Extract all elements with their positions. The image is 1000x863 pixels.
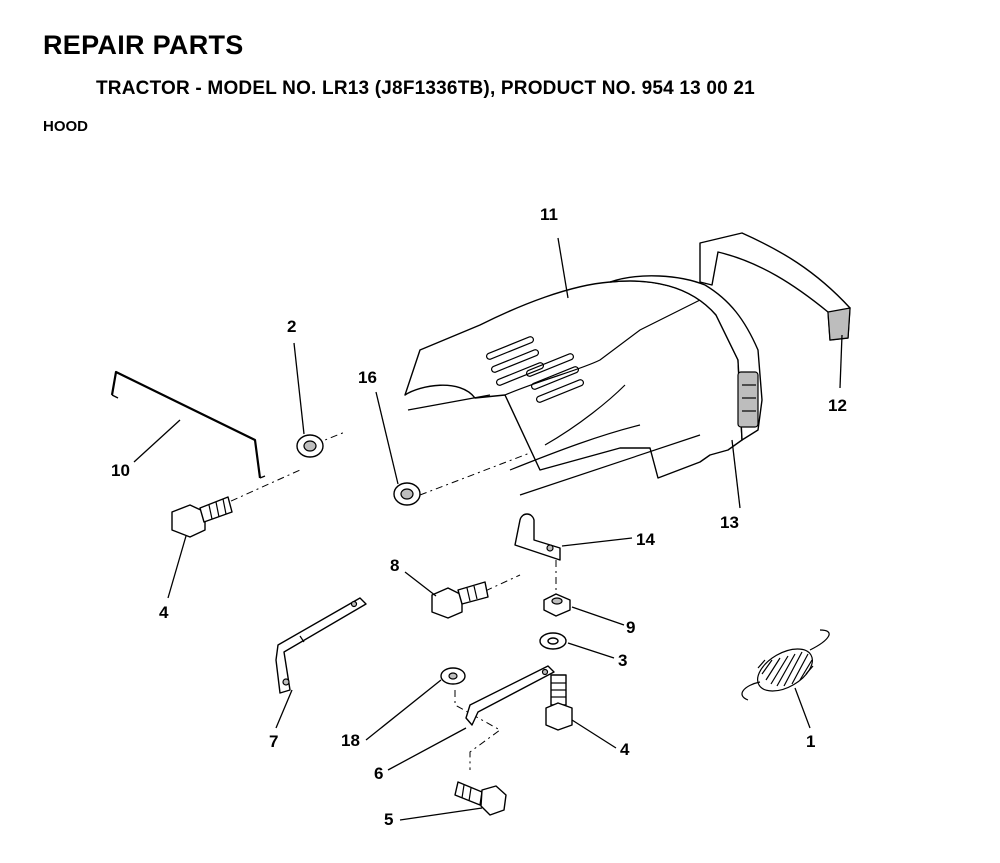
page-title: REPAIR PARTS [43,30,244,60]
callout-13: 13 [720,513,739,532]
callout-6: 6 [374,764,383,783]
callout-14: 14 [636,530,655,549]
callout-1: 1 [806,732,815,751]
callout-7: 7 [269,732,278,751]
callout-3: 3 [618,651,627,670]
callout-11: 11 [540,205,558,224]
callout-labels: 11 12 13 2 16 10 4 8 14 9 3 1 7 18 6 4 5 [111,205,847,829]
callout-16: 16 [358,368,377,387]
hood-clip-part [514,513,561,561]
washer-part-3 [539,632,567,650]
hood-vent-slots [486,336,584,403]
spring-part [741,629,830,701]
nut-part-2 [296,434,324,458]
callout-leaders [133,237,843,821]
bracket-part-6 [465,665,555,726]
nut-part-9 [543,593,571,617]
bolt-part-8 [431,581,489,619]
model-subtitle: TRACTOR - MODEL NO. LR13 (J8F1336TB), PR… [96,78,755,99]
grille-trim-part [699,232,851,341]
callout-12: 12 [828,396,847,415]
callout-18: 18 [341,731,360,750]
callout-4-left: 4 [159,603,169,622]
bracket-part-7 [275,597,367,694]
callout-2: 2 [287,317,296,336]
bolt-part-5 [454,781,507,816]
callout-9: 9 [626,618,635,637]
washer-part-18 [440,667,466,685]
section-heading: HOOD [43,118,88,135]
callout-8: 8 [390,556,399,575]
nut-part-16 [393,482,421,506]
bolt-part-4-left [171,496,233,538]
callout-10: 10 [111,461,130,480]
callout-4-right: 4 [620,740,630,759]
hood-rod-part [110,370,262,479]
hood-part [404,275,763,496]
callout-5: 5 [384,810,393,829]
bolt-part-4-right [545,674,573,731]
